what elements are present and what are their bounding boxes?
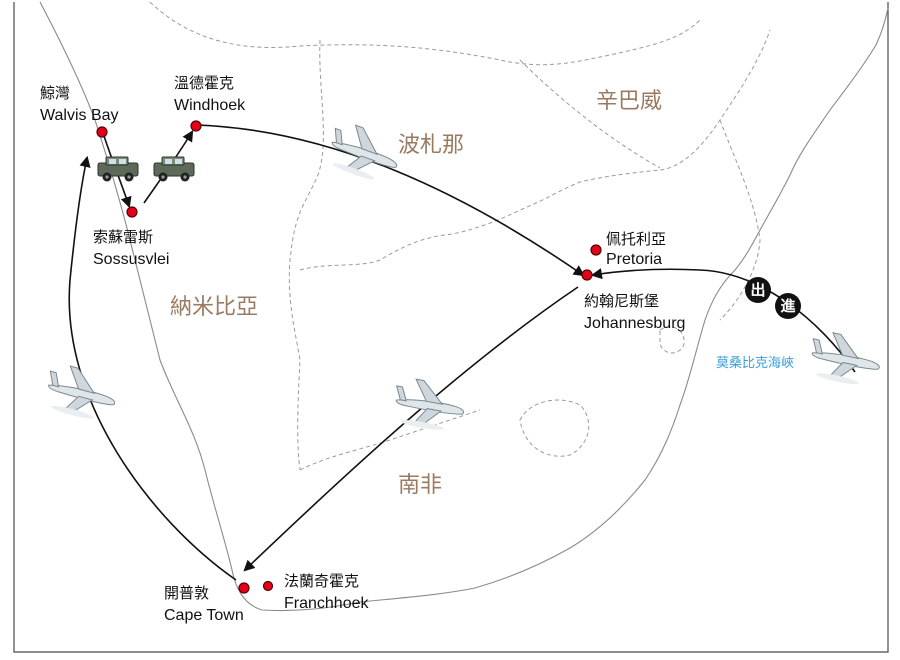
route-johannesburg-capetown xyxy=(243,286,579,572)
city-label-cape-town-en: Cape Town xyxy=(164,607,244,624)
jeep-icon xyxy=(97,156,139,182)
border-zimbabwe xyxy=(519,59,661,169)
jeep-icon xyxy=(153,156,195,182)
border-swaziland xyxy=(659,326,685,354)
city-label-johannesburg-zh: 約翰尼斯堡 xyxy=(584,292,659,310)
city-label-sossusvlei-en: Sossusvlei xyxy=(93,251,169,268)
border-north xyxy=(149,1,701,66)
strait-label: 莫桑比克海峽 xyxy=(716,356,794,371)
airplane-icon xyxy=(805,328,885,391)
city-label-windhoek-en: Windhoek xyxy=(174,97,246,114)
city-label-walvis-bay-zh: 鯨灣 xyxy=(40,84,70,102)
airplane-icon xyxy=(322,118,406,188)
city-label-johannesburg-en: Johannesburg xyxy=(584,315,685,332)
coastline xyxy=(39,1,889,612)
city-label-franschhoek-en: Franchhoek xyxy=(284,595,369,612)
exit-badge-text: 出 xyxy=(750,281,765,299)
city-label-pretoria-zh: 佩托利亞 xyxy=(606,230,666,248)
border-lesotho xyxy=(519,399,590,457)
country-label-south-africa: 南非 xyxy=(398,473,442,498)
country-label-namibia: 納米比亞 xyxy=(170,295,258,320)
city-label-pretoria-en: Pretoria xyxy=(606,251,662,268)
exit-badge: 出 xyxy=(745,277,771,303)
city-dot-windhoek xyxy=(190,120,202,132)
city-label-franschhoek-zh: 法蘭奇霍克 xyxy=(284,572,359,590)
city-dot-walvis-bay xyxy=(96,126,108,138)
route-mozambique-johannesburg xyxy=(590,268,856,373)
city-dot-franschhoek xyxy=(262,580,274,592)
city-label-windhoek-zh: 溫德霍克 xyxy=(174,74,234,92)
route-capetown-walvisbay xyxy=(68,155,237,581)
city-dot-johannesburg xyxy=(581,269,593,281)
border-namibia-east xyxy=(288,39,324,471)
city-dot-sossusvlei xyxy=(126,206,138,218)
country-label-zimbabwe: 辛巴威 xyxy=(596,89,662,114)
city-label-sossusvlei-zh: 索蘇雷斯 xyxy=(93,228,153,246)
enter-badge: 進 xyxy=(775,293,801,319)
country-label-botswana: 波札那 xyxy=(398,133,464,158)
city-dot-cape-town xyxy=(238,582,250,594)
city-dot-pretoria xyxy=(590,244,602,256)
city-label-cape-town-zh: 開普敦 xyxy=(164,584,209,602)
border-mozambique xyxy=(719,119,761,321)
city-label-walvis-bay-en: Walvis Bay xyxy=(40,107,119,124)
border-orange-river xyxy=(299,409,481,471)
map-frame xyxy=(13,2,889,653)
enter-badge-text: 進 xyxy=(780,297,796,315)
route-windhoek-johannesburg xyxy=(196,124,585,277)
